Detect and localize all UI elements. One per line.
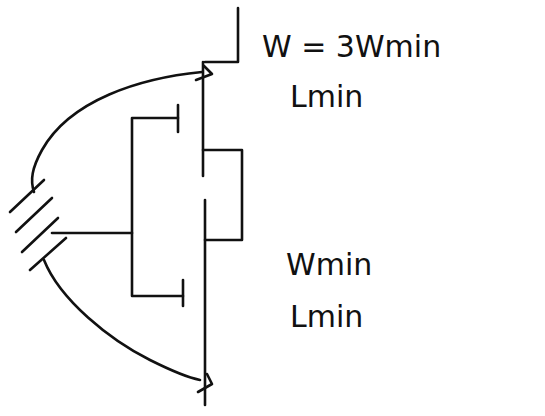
size-label: Wmin xyxy=(286,248,372,281)
gate-plate xyxy=(182,280,185,306)
capacitor-plate xyxy=(30,238,66,270)
drain-wire xyxy=(205,8,238,62)
curved-wire xyxy=(44,260,200,380)
source-arrow xyxy=(198,374,212,392)
middle-bracket xyxy=(203,150,242,240)
size-label: Lmin xyxy=(290,80,363,113)
capacitor-plate xyxy=(10,180,44,212)
capacitor-plate xyxy=(22,218,58,252)
capacitor-plate xyxy=(16,198,52,232)
gate-wire xyxy=(52,232,132,235)
gate-bracket xyxy=(132,118,183,296)
size-label: Lmin xyxy=(290,300,363,333)
curved-wire xyxy=(32,72,202,192)
size-label: W = 3Wmin xyxy=(262,30,441,63)
